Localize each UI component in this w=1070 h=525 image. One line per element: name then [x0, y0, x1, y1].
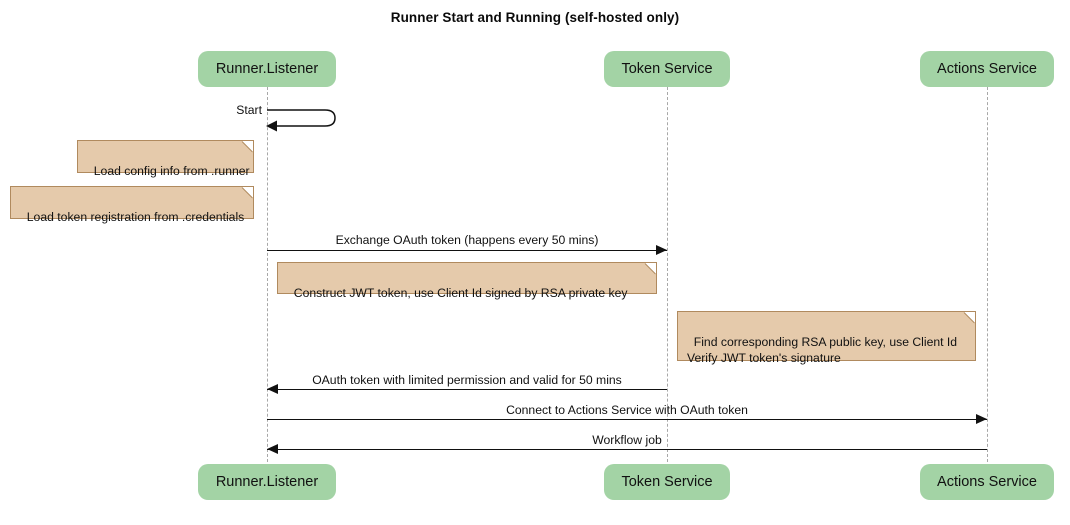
message-line-connect-actions-service: [267, 419, 987, 420]
participant-label: Token Service: [621, 474, 713, 490]
note-text: Find corresponding RSA public key, use C…: [687, 335, 958, 365]
participant-label: Actions Service: [937, 61, 1037, 77]
note-load-config: Load config info from .runner: [77, 140, 254, 178]
note-verify-jwt: Find corresponding RSA public key, use C…: [677, 311, 976, 365]
note-text: Construct JWT token, use Client Id signe…: [293, 286, 628, 300]
arrow-head-right-icon: [976, 414, 987, 424]
arrow-head-left-icon: [267, 384, 278, 394]
page-title: Runner Start and Running (self-hosted on…: [390, 10, 680, 25]
participant-token-service-top[interactable]: Token Service: [604, 51, 730, 87]
note-fold-corner-icon: [242, 141, 253, 152]
participant-runner-listener-bottom[interactable]: Runner.Listener: [198, 464, 336, 500]
participant-token-service-bottom[interactable]: Token Service: [604, 464, 730, 500]
message-label-start: Start: [236, 103, 262, 117]
note-text: Load config info from .runner: [93, 164, 250, 178]
note-fold-corner-icon: [242, 187, 253, 198]
message-label-oauth-token-reply: OAuth token with limited permission and …: [312, 373, 622, 387]
note-load-token-registration: Load token registration from .credential…: [10, 186, 254, 224]
note-text: Load token registration from .credential…: [26, 210, 245, 224]
lifeline-actions-service: [987, 87, 988, 462]
participant-actions-service-top[interactable]: Actions Service: [920, 51, 1054, 87]
note-fold-corner-icon: [964, 312, 975, 323]
arrow-head-right-icon: [656, 245, 667, 255]
message-label-exchange-oauth-token: Exchange OAuth token (happens every 50 m…: [335, 233, 599, 247]
participant-label: Actions Service: [937, 474, 1037, 490]
message-label-workflow-job: Workflow job: [592, 433, 662, 447]
participant-runner-listener-top[interactable]: Runner.Listener: [198, 51, 336, 87]
participant-label: Runner.Listener: [215, 61, 319, 77]
participant-actions-service-bottom[interactable]: Actions Service: [920, 464, 1054, 500]
message-line-oauth-token-reply: [267, 389, 667, 390]
message-label-connect-actions-service: Connect to Actions Service with OAuth to…: [506, 403, 748, 417]
participant-label: Token Service: [621, 61, 713, 77]
self-message-start-arrow: [266, 109, 336, 132]
lifeline-token-service: [667, 87, 668, 462]
note-fold-corner-icon: [645, 263, 656, 274]
lifeline-runner-listener: [267, 87, 268, 462]
note-construct-jwt: Construct JWT token, use Client Id signe…: [277, 262, 657, 300]
arrow-head-left-icon: [267, 444, 278, 454]
message-line-exchange-oauth-token: [267, 250, 667, 251]
participant-label: Runner.Listener: [215, 474, 319, 490]
message-line-workflow-job: [267, 449, 987, 450]
